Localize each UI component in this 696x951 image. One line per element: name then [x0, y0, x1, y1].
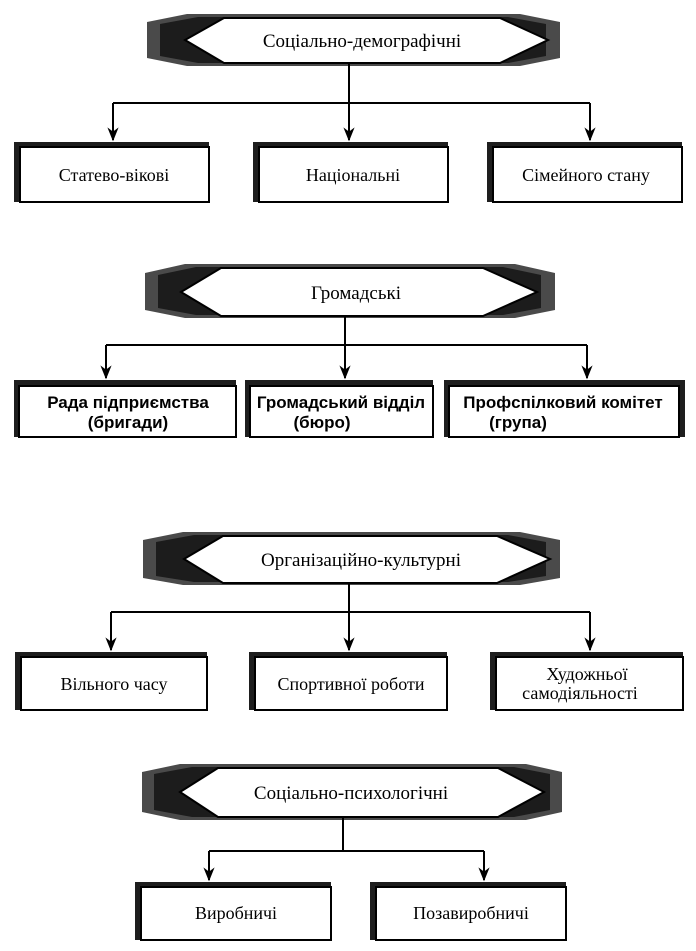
box-item: Виробничі: [135, 882, 332, 941]
group-title: Громадські: [311, 283, 401, 304]
connectors: [100, 316, 593, 380]
group-header: Соціально-психологічні: [142, 764, 562, 820]
box-label: Статево-вікові: [59, 165, 169, 185]
box-label: Сімейного стану: [522, 165, 650, 185]
box-label: Художньої: [546, 664, 627, 684]
box-label: Національні: [306, 165, 400, 185]
group-title: Організаційно-культурні: [261, 550, 461, 571]
group-organizational-cultural: Організаційно-культурні Вільного часу Сп…: [15, 532, 684, 711]
box-item: Позавиробничі: [370, 882, 567, 941]
group-header: Організаційно-культурні: [143, 532, 560, 585]
group-public: Громадські Рада підприємства (бригади) Г…: [14, 264, 685, 438]
box-item: Вільного часу: [15, 652, 208, 711]
box-item: Рада підприємства (бригади): [14, 380, 237, 438]
box-label: Позавиробничі: [413, 903, 529, 923]
box-label: Профспілковий комітет: [463, 393, 662, 412]
box-label: Рада підприємства: [47, 393, 209, 412]
box-label: Спортивної роботи: [278, 674, 425, 694]
box-item: Спортивної роботи: [249, 652, 448, 711]
group-header: Соціально-демографічні: [147, 14, 560, 66]
group-social-psychological: Соціально-психологічні Виробничі Позавир…: [135, 764, 567, 941]
group-title: Соціально-демографічні: [263, 31, 461, 52]
group-social-demographic: Соціально-демографічні Статево-вікові На…: [14, 14, 683, 203]
box-item: Сімейного стану: [487, 142, 683, 203]
box-label: Громадський відділ: [257, 393, 425, 412]
box-item: Національні: [253, 142, 449, 203]
group-title: Соціально-психологічні: [254, 783, 448, 804]
box-label: Виробничі: [195, 903, 277, 923]
box-item: Профспілковий комітет (група): [444, 380, 685, 438]
connectors: [105, 583, 596, 652]
box-label: (бюро): [293, 413, 350, 432]
box-item: Статево-вікові: [14, 142, 210, 203]
box-item: Громадський відділ (бюро): [245, 380, 434, 438]
box-label: (бригади): [88, 413, 168, 432]
group-header: Громадські: [145, 264, 555, 318]
connectors: [107, 63, 596, 142]
box-item: Художньої самодіяльності: [490, 652, 684, 711]
connectors: [203, 817, 490, 882]
box-label: Вільного часу: [60, 674, 167, 694]
box-label: самодіяльності: [522, 683, 638, 703]
box-label: (група): [489, 413, 547, 432]
